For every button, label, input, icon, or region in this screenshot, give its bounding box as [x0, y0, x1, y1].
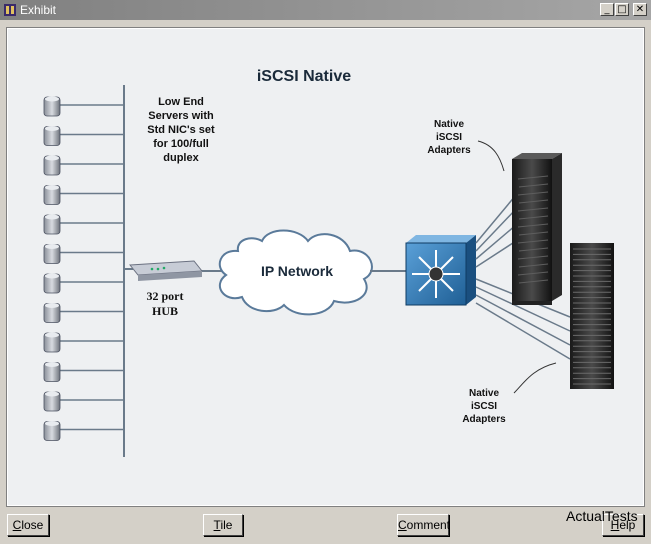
- storage-array-bottom: [570, 243, 614, 389]
- servers-label-line: for 100/full: [153, 138, 209, 150]
- diagram-title: iSCSI Native: [257, 68, 351, 85]
- server-icon: [43, 214, 124, 235]
- adapters-top-pointer: [477, 140, 505, 172]
- adapters-top-label: Native iSCSI Adapters: [427, 119, 471, 156]
- help-button[interactable]: Help: [602, 514, 644, 536]
- help-button-mnemonic: H: [610, 518, 620, 532]
- tile-button-label: ile: [220, 518, 233, 532]
- comment-button-label: omment: [406, 518, 451, 532]
- hub-label-line: HUB: [152, 304, 178, 318]
- servers-label-line: Std NIC's set: [147, 124, 215, 136]
- adapters-bottom-line: Adapters: [462, 414, 506, 425]
- server-icon: [43, 303, 124, 323]
- servers-label-line: Servers with: [148, 110, 214, 122]
- adapters-bottom-line: Native: [469, 388, 499, 399]
- server-icon: [43, 362, 124, 382]
- help-button-label: elp: [619, 518, 636, 532]
- adapters-top-line: Native: [434, 119, 464, 130]
- servers-label-line: Low End: [158, 96, 204, 108]
- maximize-button[interactable]: □: [615, 3, 629, 16]
- close-button-mnemonic: C: [12, 518, 22, 532]
- window-title: Exhibit: [20, 3, 57, 17]
- close-button-label: lose: [21, 518, 44, 532]
- iscsi-diagram: iSCSI Native Low End Servers with Std NI…: [43, 68, 614, 457]
- ip-network-cloud: IP Network: [218, 229, 373, 316]
- servers-label: Low End Servers with Std NIC's set for 1…: [147, 96, 215, 164]
- server-icon: [43, 185, 124, 205]
- servers-label-line: duplex: [163, 152, 199, 164]
- server-icon: [43, 332, 124, 353]
- storage-array-top: [512, 153, 562, 305]
- hub-label: 32 port HUB: [147, 289, 184, 318]
- server-icon: [43, 244, 124, 264]
- adapters-bottom-pointer: [513, 362, 557, 394]
- network-switch: [405, 235, 476, 306]
- server-icon: [43, 273, 124, 294]
- adapters-top-line: Adapters: [427, 145, 471, 156]
- server-icon: [43, 391, 124, 412]
- adapters-bottom-label: Native iSCSI Adapters: [462, 388, 506, 425]
- comment-button[interactable]: Comment: [397, 514, 451, 536]
- minimize-button[interactable]: _: [600, 3, 614, 16]
- server-icon: [43, 126, 124, 146]
- hub-label-line: 32 port: [147, 289, 184, 303]
- watermark-text: ActualTests: [566, 508, 638, 524]
- server-icon: [43, 421, 124, 441]
- adapters-bottom-line: iSCSI: [471, 401, 497, 412]
- server-icon: [43, 155, 124, 176]
- exhibit-diagram: iSCSI Native Low End Servers with Std NI…: [8, 29, 643, 505]
- title-bar: Exhibit _ □ ✕: [0, 0, 651, 20]
- close-button[interactable]: Close: [7, 514, 49, 536]
- tile-button[interactable]: Tile: [203, 514, 243, 536]
- tile-button-mnemonic: T: [213, 518, 221, 532]
- server-stack: [43, 85, 125, 457]
- adapters-top-line: iSCSI: [436, 132, 462, 143]
- comment-button-mnemonic: C: [398, 518, 407, 532]
- network-label: IP Network: [261, 263, 333, 279]
- exhibit-app-icon: [4, 4, 16, 16]
- close-window-button[interactable]: ✕: [633, 3, 647, 16]
- hub-device: [124, 260, 223, 281]
- server-icon: [43, 96, 124, 117]
